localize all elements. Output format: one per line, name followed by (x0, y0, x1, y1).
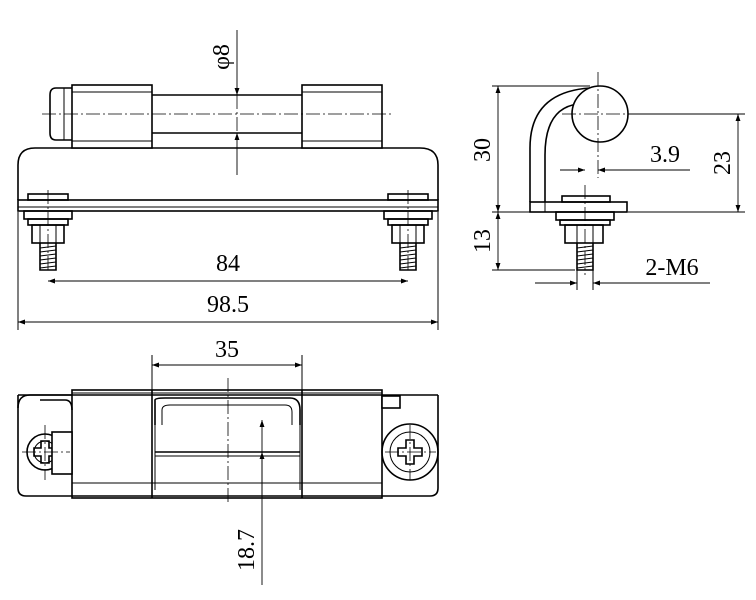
top-view: 35 18.7 (17, 337, 439, 585)
front-left-block (71, 84, 153, 149)
stud-span-dimension-label: 84 (216, 251, 240, 277)
top-grip-outline (154, 397, 301, 425)
side-handle-outer (529, 87, 591, 202)
overall-length-dimension-label: 98.5 (207, 292, 249, 318)
right-tab (381, 395, 401, 409)
diameter-dimension-label: φ8 (209, 44, 235, 70)
offset-dimension-label: 3.9 (650, 142, 680, 168)
height-dimension-label: 30 (470, 138, 496, 162)
front-view: φ8 84 98.5 (17, 30, 439, 330)
front-base-plate (17, 199, 439, 212)
thread-spec-label: 2-M6 (645, 255, 698, 281)
left-tab-overlay (51, 431, 73, 475)
front-right-block (301, 84, 383, 149)
front-left-fastener (23, 193, 73, 271)
depth-dimension-label: 18.7 (234, 529, 260, 571)
grip-width-dimension-label: 35 (215, 337, 239, 363)
side-handle-inner (544, 103, 579, 202)
front-body-outline (17, 147, 439, 200)
top-handle-body (71, 389, 383, 499)
center-height-dimension-label: 23 (710, 151, 736, 175)
front-right-fastener (383, 193, 433, 271)
side-view: 30 23 3.9 13 2-M6 (470, 72, 745, 290)
stud-length-dimension-label: 13 (470, 229, 496, 253)
